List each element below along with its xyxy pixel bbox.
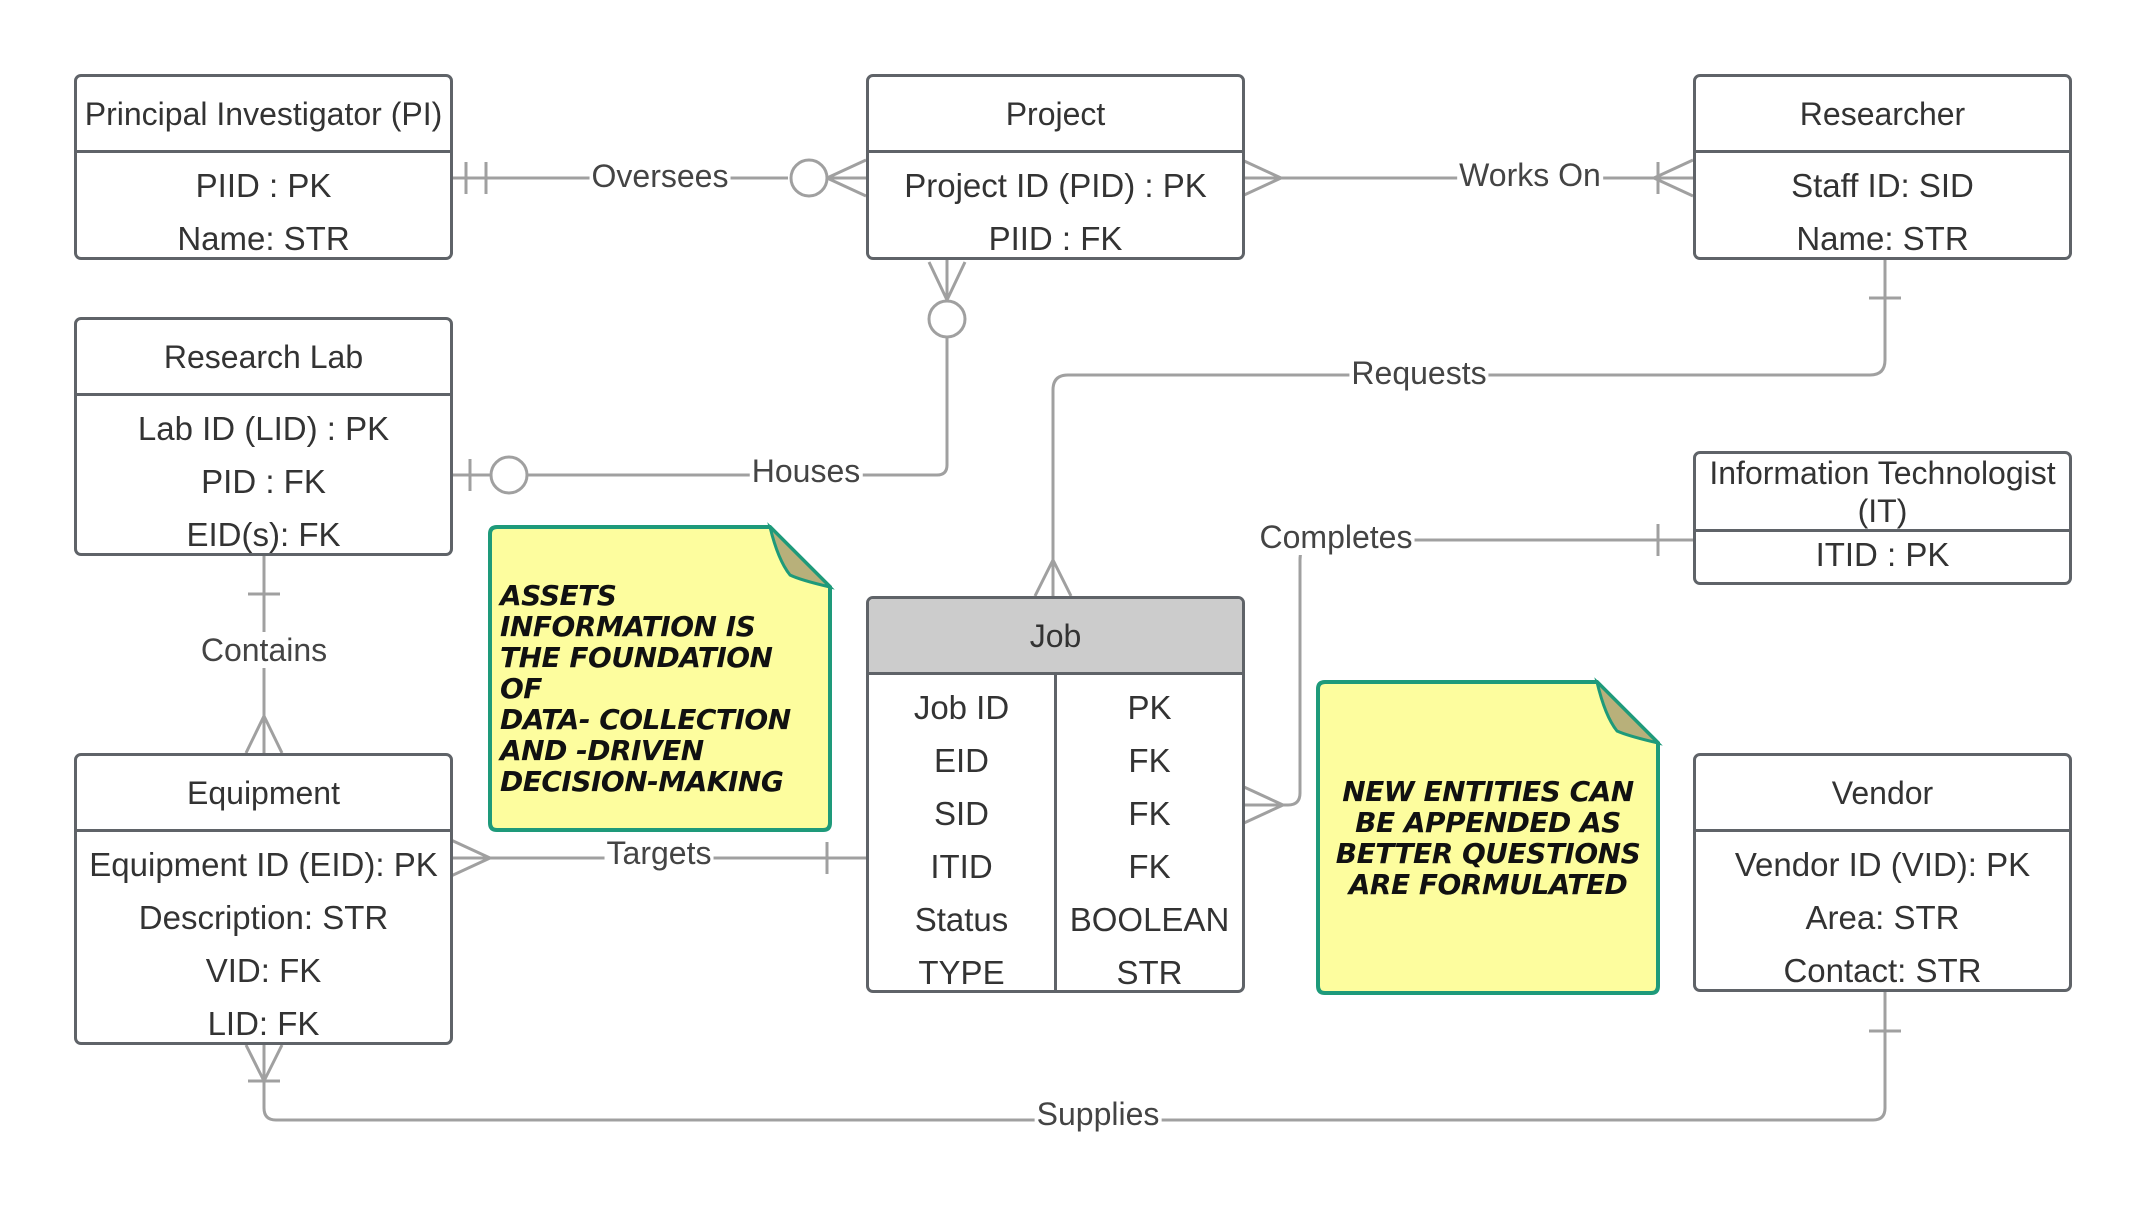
attribute-row: Name: STR [1796,220,1969,257]
entity-equipment[interactable]: Equipment Equipment ID (EID): PK Descrip… [74,753,453,1045]
entity-research-lab[interactable]: Research Lab Lab ID (LID) : PK PID : FK … [74,317,453,556]
note-line: ARE FORMULATED [1348,868,1628,901]
entity-information-technologist[interactable]: Information Technologist (IT) ITID : PK [1693,451,2072,585]
note-line: DATA- COLLECTION [500,703,791,736]
entity-title: Project [869,77,1242,153]
job-type-column: PK FK FK FK BOOLEAN STR [1054,675,1242,991]
attribute-row: Contact: STR [1783,952,1982,989]
note-line: ASSETS [500,579,617,612]
entity-vendor[interactable]: Vendor Vendor ID (VID): PK Area: STR Con… [1693,753,2072,992]
attribute-row: PIID : FK [988,220,1123,257]
field-type: FK [1128,795,1171,832]
attribute-row: Vendor ID (VID): PK [1734,846,2031,883]
attribute-row: ITID : PK [1815,536,1950,573]
field-name: Job ID [913,689,1010,726]
note-assets-text: ASSETS INFORMATION IS THE FOUNDATION OF … [500,580,820,797]
requests-label: Requests [1349,355,1489,391]
note-line: INFORMATION IS [500,610,756,643]
attribute-row: EID(s): FK [186,516,341,553]
note-line: BE APPENDED AS [1355,806,1621,839]
entity-title: Principal Investigator (PI) [77,77,450,153]
attribute-row: Area: STR [1805,899,1960,936]
entity-title: Research Lab [77,320,450,396]
note-assets-shape [488,522,835,832]
entity-principal-investigator[interactable]: Principal Investigator (PI) PIID : PK Na… [74,74,453,260]
houses-connector [451,260,967,495]
attribute-row: PIID : PK [195,167,332,204]
targets-label: Targets [604,835,714,871]
supplies-label: Supplies [1034,1096,1162,1132]
attribute-row: Name: STR [177,220,350,257]
works-on-label: Works On [1457,157,1603,193]
entity-title: Information Technologist (IT) [1696,454,2069,532]
field-name: EID [933,742,989,779]
field-name: ITID [930,848,993,885]
attribute-row: Lab ID (LID) : PK [137,410,390,447]
field-type: STR [1116,954,1183,991]
oversees-label: Oversees [589,158,731,194]
attribute-row: Equipment ID (EID): PK [89,846,438,883]
attribute-row: Project ID (PID) : PK [904,167,1207,204]
attribute-row: PID : FK [201,463,326,500]
field-type: PK [1127,689,1172,726]
houses-label: Houses [749,453,863,489]
entity-title: Job [869,599,1242,675]
note-line: DECISION-MAKING [500,765,784,798]
field-type: FK [1128,848,1171,885]
contains-label: Contains [198,632,330,668]
entity-project[interactable]: Project Project ID (PID) : PK PIID : FK [866,74,1245,260]
entity-job[interactable]: Job Job ID EID SID ITID Status TYPE PK F… [866,596,1245,993]
completes-label: Completes [1257,519,1415,555]
attribute-row: Staff ID: SID [1791,167,1974,204]
note-line: BETTER QUESTIONS [1335,837,1641,870]
attribute-row: LID: FK [207,1005,320,1042]
field-type: BOOLEAN [1069,901,1230,938]
note-line: THE FOUNDATION OF [500,641,773,705]
note-new-entities-text: NEW ENTITIES CAN BE APPENDED AS BETTER Q… [1322,776,1654,900]
note-new-entities-shape [1316,677,1663,995]
entity-researcher[interactable]: Researcher Staff ID: SID Name: STR [1693,74,2072,260]
note-line: NEW ENTITIES CAN [1342,775,1634,808]
entity-title: Researcher [1696,77,2069,153]
entity-title: Equipment [77,756,450,832]
field-name: SID [933,795,989,832]
attribute-row: Description: STR [138,899,389,936]
field-name: TYPE [918,954,1005,991]
entity-title: Vendor [1696,756,2069,832]
note-line: AND -DRIVEN [500,734,704,767]
attribute-row: VID: FK [205,952,322,989]
field-type: FK [1128,742,1171,779]
field-name: Status [914,901,1009,938]
job-field-column: Job ID EID SID ITID Status TYPE [869,675,1054,991]
